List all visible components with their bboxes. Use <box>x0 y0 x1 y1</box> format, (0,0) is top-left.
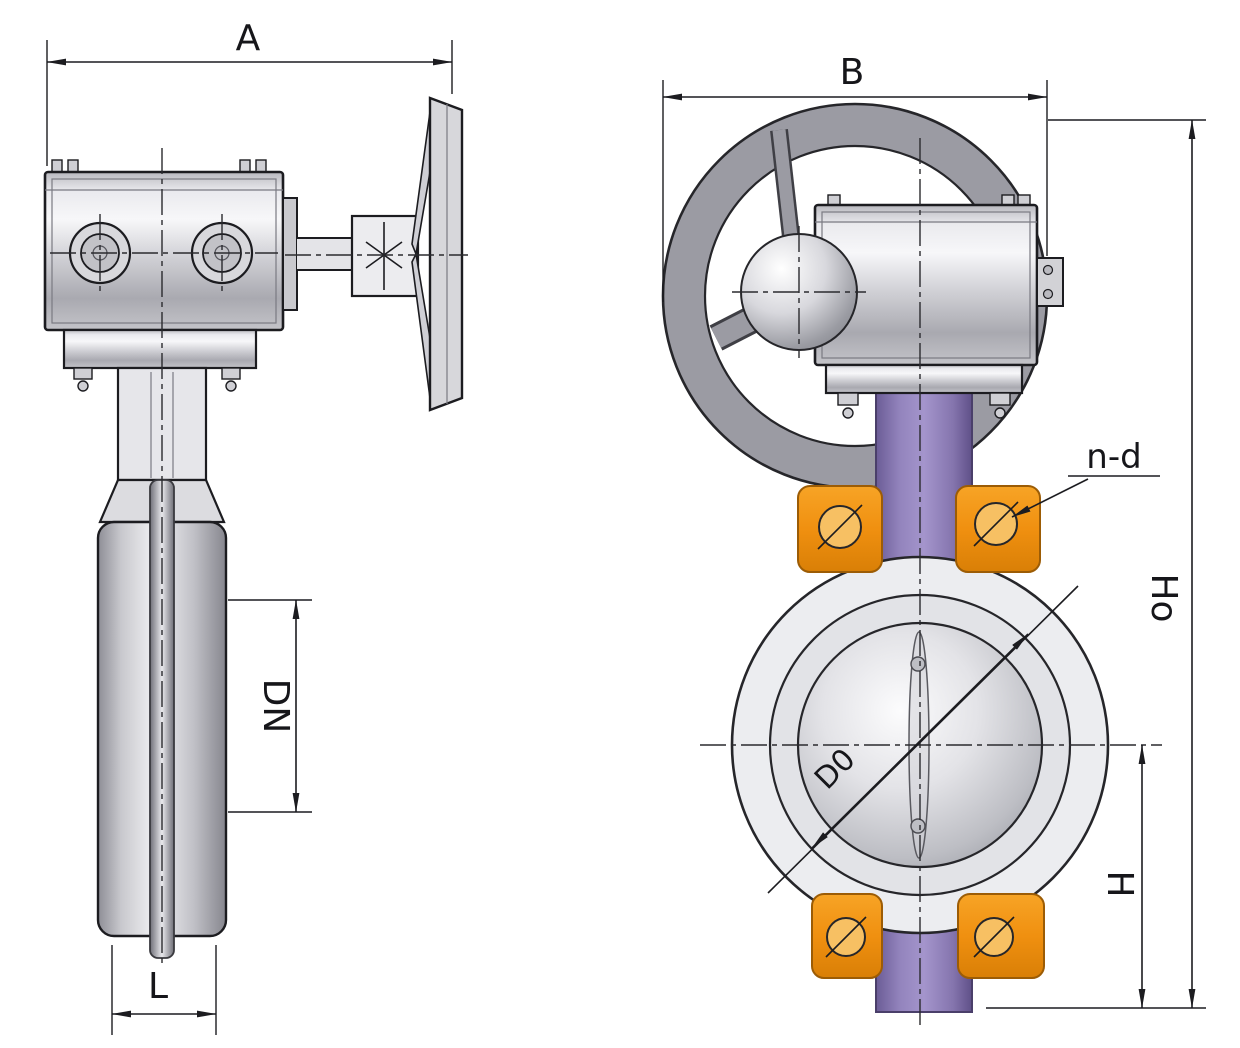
gearbox-flange-front <box>824 363 1024 395</box>
flange-bolts-front <box>837 392 1011 419</box>
front-view <box>661 102 1110 1013</box>
lug-bolt-holes <box>817 501 1019 958</box>
dim-h-label: H <box>1099 870 1140 897</box>
gearbox-side <box>43 159 298 392</box>
centerlines <box>50 138 1162 1026</box>
dim-b-label: B <box>840 52 865 93</box>
dimension-l: L <box>111 945 217 1035</box>
dimension-dn: DN <box>228 599 312 813</box>
dim-a-label: A <box>236 18 261 59</box>
dim-nd-label: n-d <box>1086 437 1141 477</box>
dimension-a: A <box>46 18 453 166</box>
dim-ho-label: Ho <box>1143 573 1184 622</box>
gearbox-side-plate <box>282 197 298 311</box>
dimension-b: B <box>662 52 1048 302</box>
gearbox-bracket <box>62 328 258 370</box>
dim-l-label: L <box>148 966 168 1007</box>
handwheel-spoke-lower <box>411 251 431 399</box>
leader-nd: n-d <box>1011 437 1160 518</box>
gearbox-front <box>813 194 1064 419</box>
input-shaft-side <box>297 214 420 298</box>
disc-boss-top <box>910 656 926 672</box>
gearbox-end-cap <box>1036 257 1064 307</box>
gearbox-top-screws <box>51 159 267 174</box>
bracket-bolts <box>73 367 241 392</box>
disc-boss-bottom <box>910 818 926 834</box>
handwheel-side <box>411 96 464 412</box>
side-view <box>43 96 464 959</box>
handwheel-rim-side <box>428 96 464 412</box>
handwheel-spoke-upper <box>411 111 431 257</box>
dim-dn-label: DN <box>255 679 296 734</box>
dimension-ho: Ho <box>986 119 1206 1009</box>
dimension-h: H <box>1099 744 1146 1009</box>
